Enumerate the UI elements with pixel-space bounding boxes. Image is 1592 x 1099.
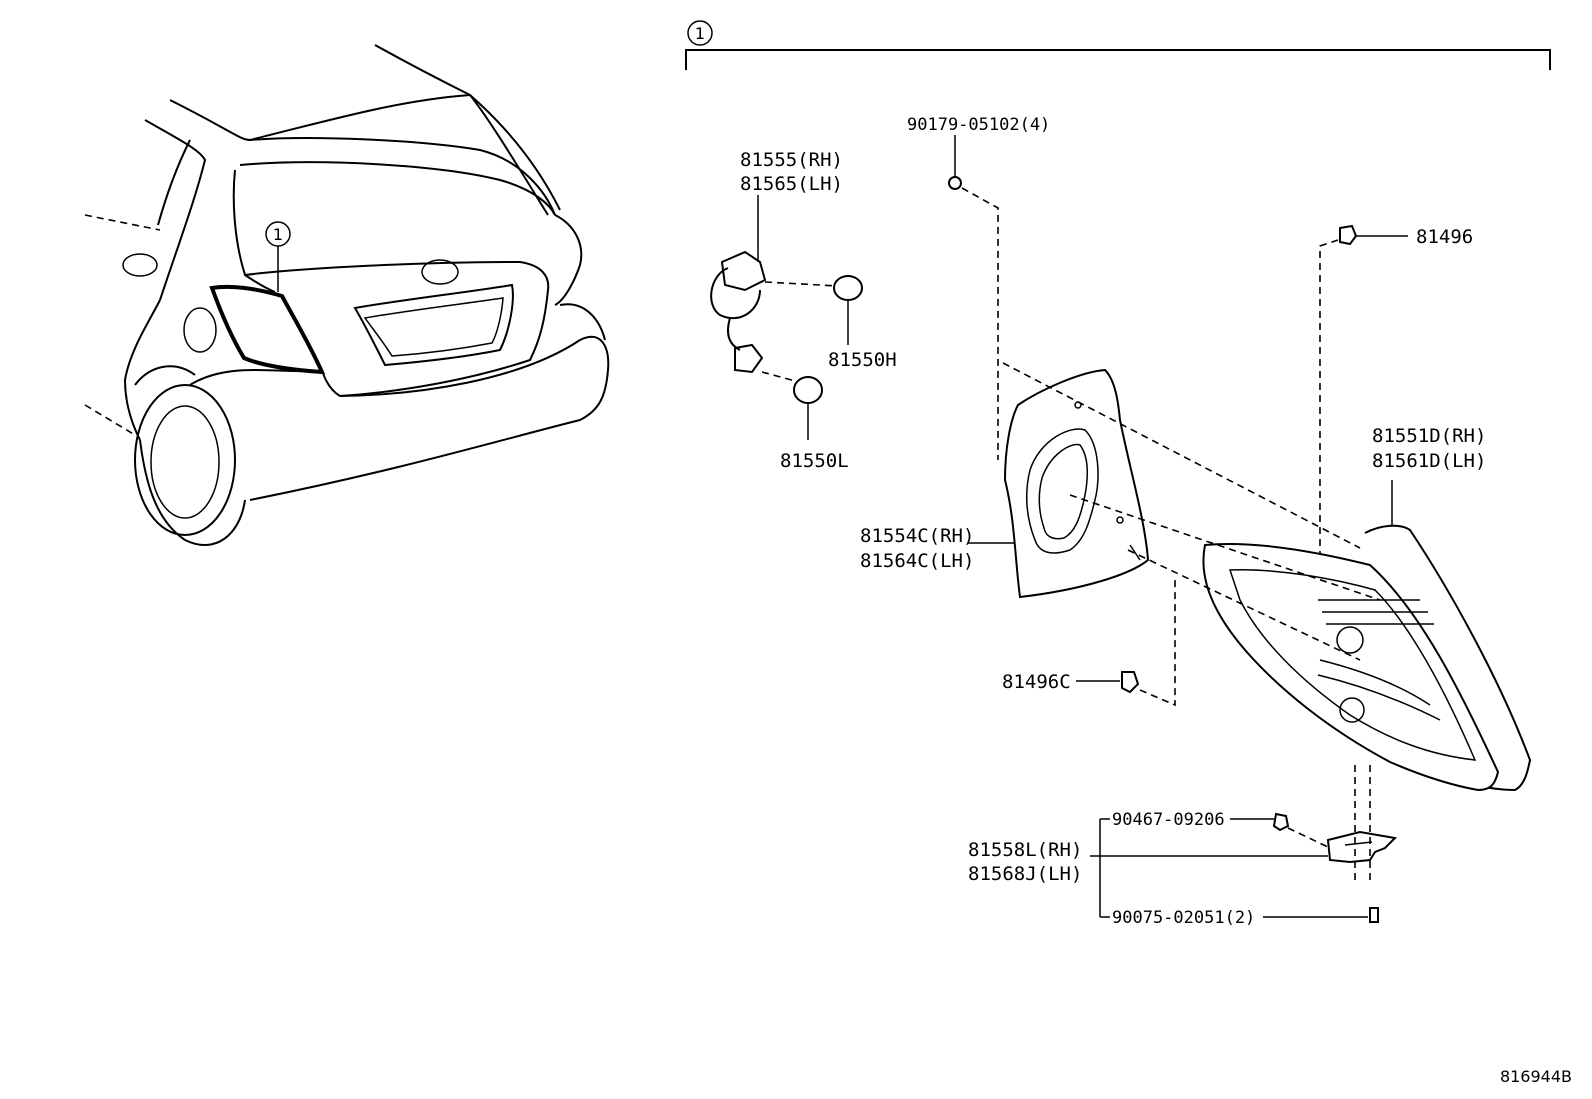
label-bracket-rh[interactable]: 81558L(RH) bbox=[968, 839, 1082, 861]
socket-wire-assembly bbox=[710, 195, 839, 386]
label-bulb-h[interactable]: 81550H bbox=[828, 349, 897, 371]
label-lens-lh[interactable]: 81561D(LH) bbox=[1372, 450, 1486, 472]
bolt-90467[interactable] bbox=[1230, 812, 1290, 832]
leader-bracket-group bbox=[1090, 818, 1328, 918]
svg-text:1: 1 bbox=[695, 24, 705, 43]
highlighted-tail-lamp[interactable] bbox=[209, 284, 326, 375]
diagram-reference-code: 816944B bbox=[1500, 1067, 1572, 1086]
vehicle-rear-illustration bbox=[84, 44, 610, 546]
bracket-81558l[interactable] bbox=[1326, 830, 1398, 864]
clip-81496[interactable] bbox=[1339, 224, 1408, 246]
bulb-81550l[interactable] bbox=[793, 376, 823, 440]
guide-line-lens-mid bbox=[1069, 494, 1381, 601]
label-clip-81496c[interactable]: 81496C bbox=[1002, 671, 1071, 693]
label-socket-lh[interactable]: 81565(LH) bbox=[740, 173, 843, 195]
guide-line-bolt-90467 bbox=[1287, 827, 1331, 849]
clip-81496c[interactable] bbox=[1076, 671, 1140, 694]
bolt-90179[interactable] bbox=[948, 135, 962, 190]
label-bracket-lh[interactable]: 81568J(LH) bbox=[968, 863, 1082, 885]
label-socket-rh[interactable]: 81555(RH) bbox=[740, 149, 843, 171]
screw-90075[interactable] bbox=[1263, 907, 1379, 923]
label-gasket-rh[interactable]: 81554C(RH) bbox=[860, 525, 974, 547]
label-screw-90075[interactable]: 90075-02051(2) bbox=[1112, 908, 1255, 928]
guide-line-lens-low bbox=[1127, 549, 1361, 661]
gasket-81554c[interactable] bbox=[1003, 368, 1150, 599]
guide-line-screw bbox=[1354, 765, 1371, 885]
tail-lamp-lens-81551d[interactable] bbox=[1202, 480, 1532, 792]
label-clip-81496[interactable]: 81496 bbox=[1416, 226, 1473, 248]
guide-line-bolt bbox=[961, 187, 999, 460]
vehicle-callout-1[interactable]: 1 bbox=[265, 221, 291, 247]
assembly-callout-1[interactable]: 1 bbox=[687, 20, 713, 46]
label-bolt-90179[interactable]: 90179-05102(4) bbox=[907, 115, 1050, 135]
label-lens-rh[interactable]: 81551D(RH) bbox=[1372, 425, 1486, 447]
label-bulb-l[interactable]: 81550L bbox=[780, 450, 849, 472]
guide-line-clip-c bbox=[1139, 580, 1176, 707]
label-bolt-90467[interactable]: 90467-09206 bbox=[1112, 810, 1225, 830]
bulb-81550h[interactable] bbox=[833, 275, 863, 345]
svg-text:1: 1 bbox=[273, 225, 283, 244]
label-gasket-lh[interactable]: 81564C(LH) bbox=[860, 550, 974, 572]
assembly-bracket bbox=[685, 49, 1551, 70]
guide-line-clip bbox=[1319, 239, 1339, 555]
